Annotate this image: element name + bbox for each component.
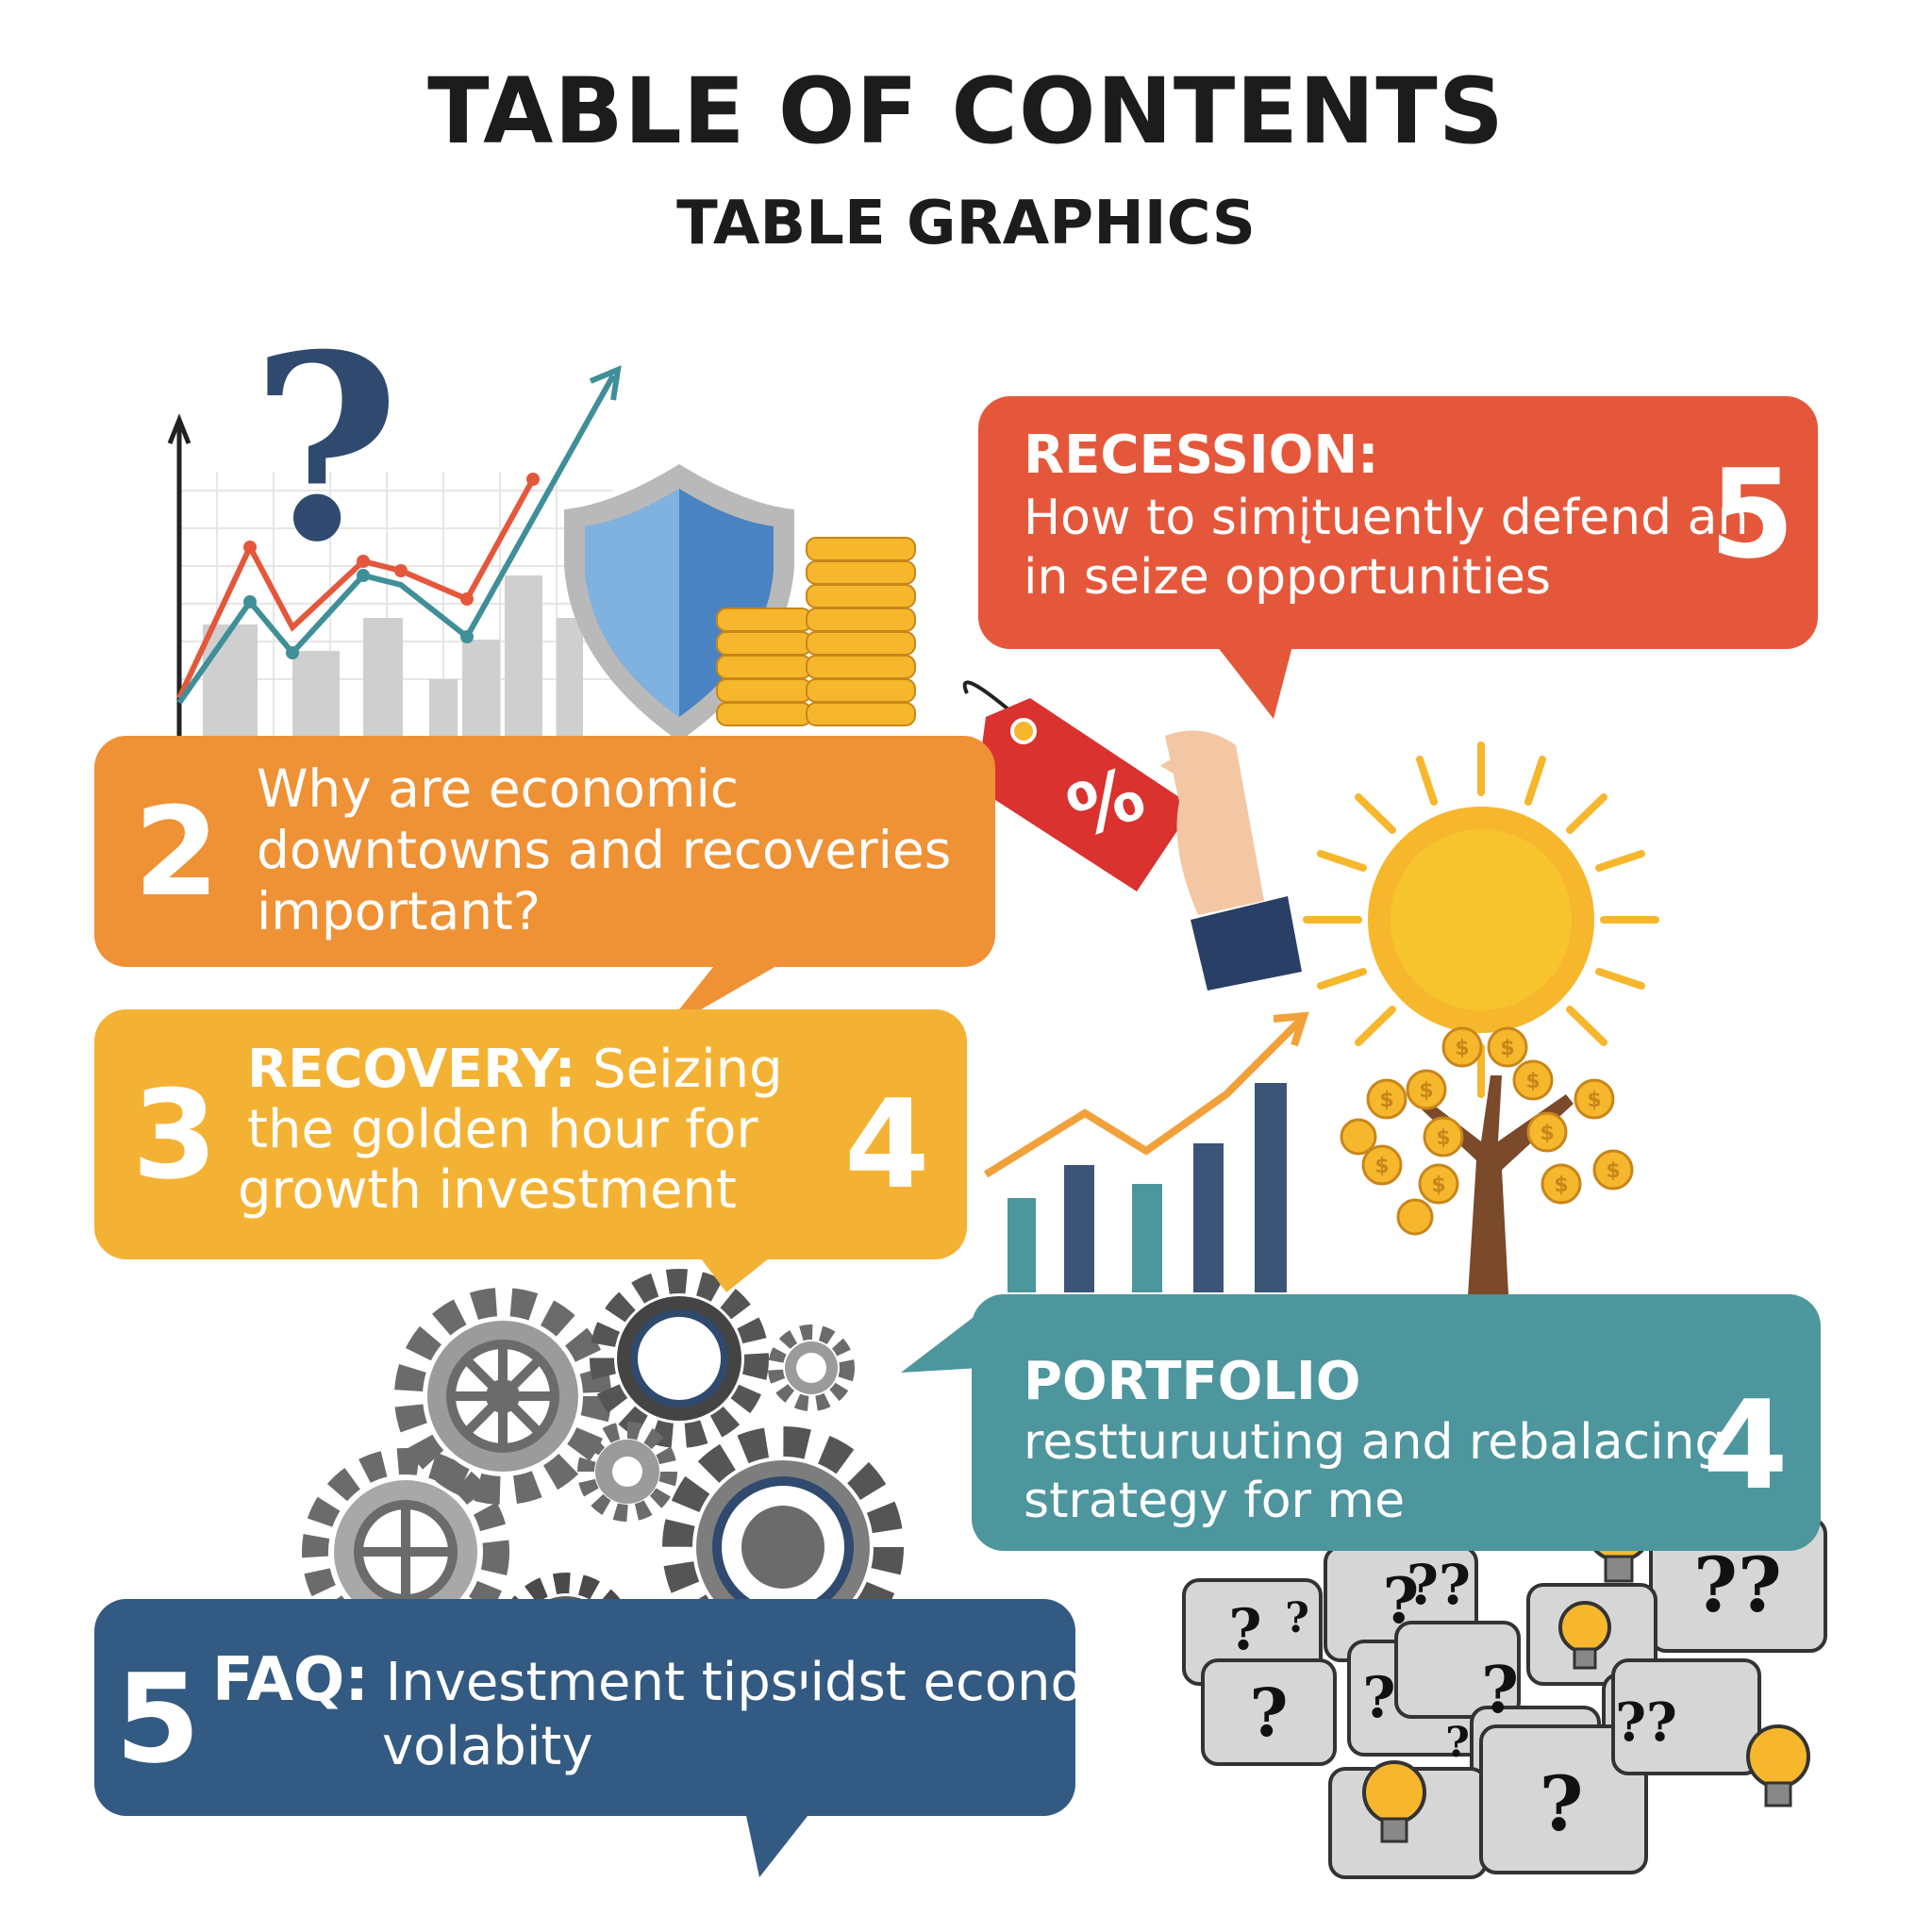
why-number: 2 (134, 780, 220, 924)
faq-line-1-text: Investment tipsיidst economic (368, 1652, 1178, 1713)
faq-heading: FAQ: (212, 1645, 369, 1715)
coin-stack-icon (716, 537, 916, 726)
svg-text:?: ? (1249, 1674, 1288, 1752)
recovery-heading: RECOVERY: (247, 1039, 576, 1100)
hand-icon (1160, 730, 1302, 991)
recession-heading: RECESSION: (1024, 425, 1379, 486)
svg-text:?: ? (1285, 1594, 1309, 1642)
svg-text:$: $ (1436, 1126, 1450, 1150)
svg-text:$: $ (1540, 1122, 1554, 1145)
faq-line-2: volabity (382, 1716, 593, 1777)
bar-chart-icon (983, 1011, 1309, 1292)
why-line-1: Why are economic (257, 758, 740, 819)
gears-icon (302, 1269, 904, 1710)
svg-text:?: ? (1445, 1719, 1470, 1767)
why-line-2: downtowns and recoveries (257, 820, 952, 880)
recovery-line-1: RECOVERY: Seizing (247, 1040, 783, 1100)
section-portfolio[interactable]: PORTFOLIO restturuuting and rebalacing s… (972, 1294, 1821, 1551)
page-subtitle: TABLE GRAPHICS (676, 189, 1256, 258)
portfolio-number: 4 (1703, 1374, 1789, 1517)
svg-text:?: ? (1540, 1759, 1584, 1848)
recovery-number: 3 (132, 1063, 218, 1207)
svg-text:$: $ (1587, 1089, 1601, 1112)
section-recession[interactable]: RECESSION: How to simįtuently defend an … (978, 396, 1818, 649)
portfolio-heading: PORTFOLIO (1024, 1351, 1361, 1412)
section-faq[interactable]: 5 FAQ: Investment tipsיidst economic vol… (94, 1599, 1178, 1816)
question-bubbles-icon: ? ? ?? ? ? ? ?? ? ? ? ?? (1182, 1494, 1827, 1879)
svg-text:??: ?? (1615, 1691, 1677, 1754)
money-tree-icon: $ $ $ $ $ $ $ $ $ $ $ $ (1340, 1026, 1634, 1311)
faq-line-1: FAQ: Investment tipsיidst economic (212, 1646, 1178, 1715)
svg-text:$: $ (1554, 1174, 1568, 1197)
svg-text:$: $ (1379, 1089, 1393, 1112)
faq-number: 5 (115, 1647, 201, 1790)
recovery-line-1-text: Seizing (575, 1039, 783, 1100)
price-tag-icon: % (962, 680, 1193, 891)
svg-text:??: ?? (1407, 1553, 1471, 1617)
svg-text:?: ? (1228, 1597, 1261, 1663)
svg-text:??: ?? (1693, 1541, 1782, 1629)
why-line-3: important? (257, 881, 541, 941)
recession-number: 5 (1709, 442, 1795, 586)
svg-text:?: ? (1362, 1665, 1395, 1731)
svg-text:$: $ (1500, 1037, 1514, 1060)
question-mark-icon: ? (251, 298, 400, 598)
svg-text:$: $ (1374, 1155, 1389, 1178)
portfolio-line-1: restturuuting and rebalacing (1024, 1414, 1726, 1471)
recovery-line-3: growth investment (238, 1159, 737, 1221)
section-recovery[interactable]: 3 RECOVERY: Seizing the golden hour for … (94, 1009, 967, 1259)
recession-line-1: How to simįtuently defend an (1024, 490, 1749, 546)
svg-text:$: $ (1419, 1079, 1433, 1103)
recession-line-2: in seize opportunities (1024, 549, 1551, 606)
svg-text:$: $ (1455, 1037, 1469, 1060)
page-title: TABLE OF CONTENTS (427, 58, 1505, 164)
portfolio-line-2: strategy for me (1024, 1473, 1406, 1529)
svg-text:$: $ (1606, 1159, 1620, 1183)
svg-text:$: $ (1525, 1070, 1540, 1093)
svg-text:?: ? (1383, 1564, 1420, 1638)
recovery-side-number: 4 (844, 1073, 930, 1216)
svg-text:?: ? (1481, 1653, 1519, 1728)
recovery-line-2: the golden hour for (247, 1099, 758, 1160)
section-why[interactable]: 2 Why are economic downtowns and recover… (94, 736, 995, 967)
svg-text:$: $ (1431, 1174, 1445, 1197)
sun-icon (1303, 741, 1659, 1098)
